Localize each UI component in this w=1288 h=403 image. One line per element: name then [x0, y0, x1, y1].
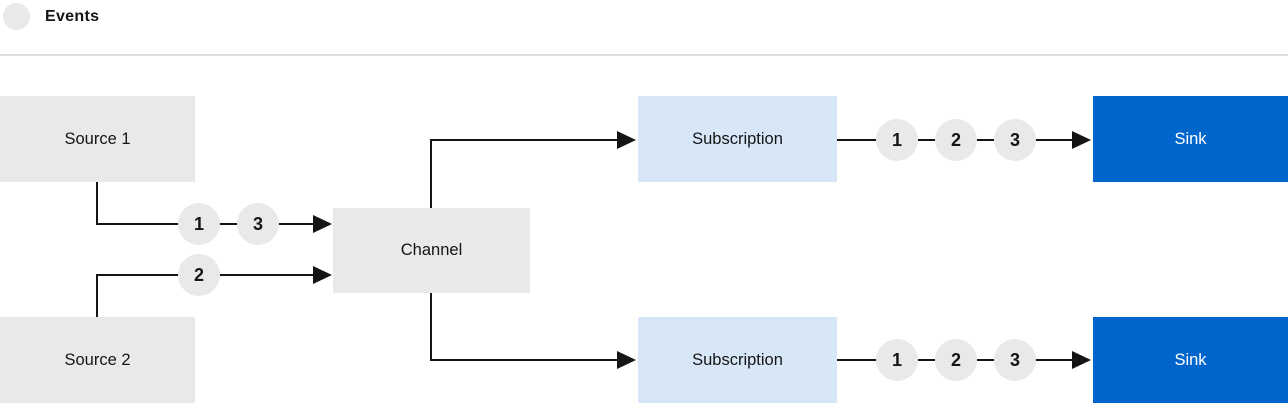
arrowhead-into-channel-top	[313, 215, 332, 233]
node-source-2: Source 2	[0, 317, 195, 403]
node-subscription-top-label: Subscription	[692, 129, 783, 148]
connector-channel-down-vertical	[430, 292, 432, 361]
arrowhead-into-sink-top	[1072, 131, 1091, 149]
event-marker: 3	[237, 203, 279, 245]
event-marker: 2	[935, 119, 977, 161]
event-marker: 3	[994, 119, 1036, 161]
connector-channel-up-vertical	[430, 140, 432, 209]
node-sink-top: Sink	[1093, 96, 1288, 182]
node-channel-label: Channel	[400, 241, 463, 259]
node-source-2-label: Source 2	[64, 350, 131, 369]
connector-channel-subscription-bottom	[430, 359, 620, 361]
legend-label: Events	[45, 8, 100, 25]
node-sink-top-label: Sink	[1174, 129, 1207, 148]
event-circle-icon	[3, 3, 30, 30]
arrowhead-into-channel-bottom	[313, 266, 332, 284]
event-marker: 3	[994, 339, 1036, 381]
arrowhead-into-subscription-top	[617, 131, 636, 149]
event-marker: 2	[178, 254, 220, 296]
node-source-1: Source 1	[0, 96, 195, 182]
event-marker: 1	[178, 203, 220, 245]
node-channel: Channel	[333, 208, 530, 293]
node-subscription-bottom: Subscription	[638, 317, 837, 403]
connector-source2-vertical	[96, 275, 98, 317]
node-subscription-bottom-label: Subscription	[692, 350, 783, 369]
arrowhead-into-subscription-bottom	[617, 351, 636, 369]
node-sink-bottom-label: Sink	[1174, 350, 1207, 369]
node-subscription-top: Subscription	[638, 96, 837, 182]
connector-source1-vertical	[96, 182, 98, 225]
legend-divider	[0, 54, 1288, 56]
arrowhead-into-sink-bottom	[1072, 351, 1091, 369]
node-sink-bottom: Sink	[1093, 317, 1288, 403]
event-marker: 2	[935, 339, 977, 381]
event-marker: 1	[876, 339, 918, 381]
connector-channel-subscription-top	[430, 139, 620, 141]
node-source-1-label: Source 1	[64, 129, 131, 148]
event-marker: 1	[876, 119, 918, 161]
